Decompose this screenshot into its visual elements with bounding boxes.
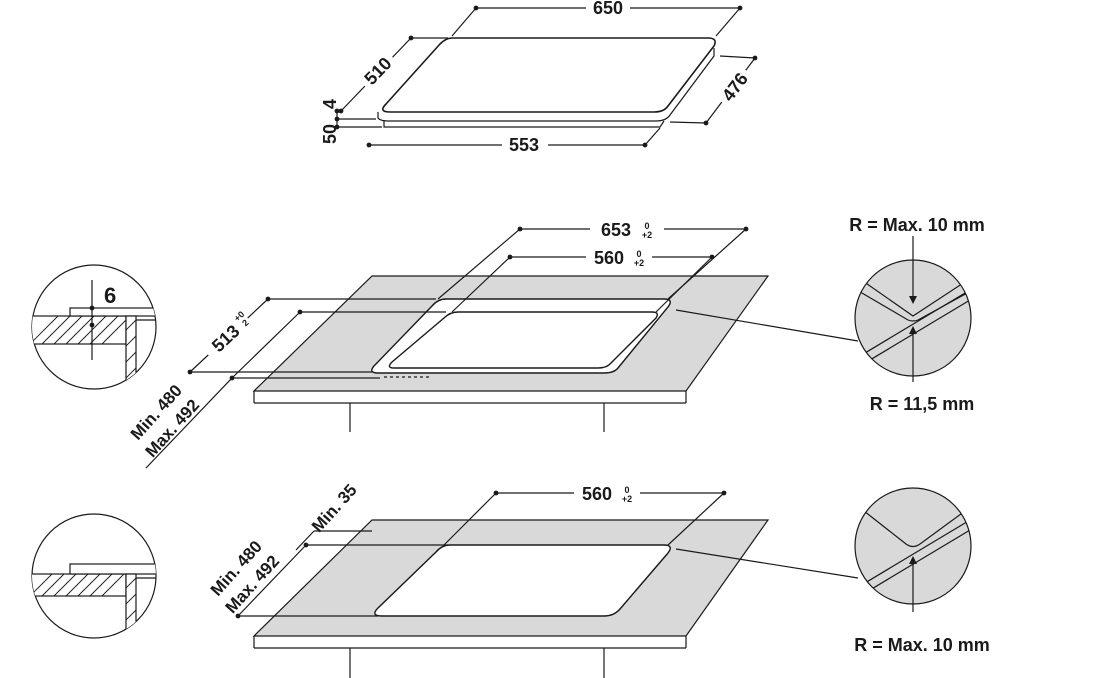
cutout-a-drawing: 653 0 +2 560 0 +2 513 +0 2 Min. 480 Max.… bbox=[127, 218, 859, 469]
edge-detail-b bbox=[31, 513, 157, 639]
cutout-a-width-label: 653 bbox=[601, 220, 631, 240]
hob-height-label: 50 bbox=[320, 124, 340, 144]
cutout-b-tol-bottom: +2 bbox=[622, 494, 632, 504]
cutout-a-inner-width-label: 560 bbox=[594, 248, 624, 268]
hob-drawing: 650 510 4 50 553 476 bbox=[320, 0, 758, 155]
hob-body bbox=[383, 120, 665, 128]
cutout-a-opening bbox=[388, 311, 659, 369]
cutout-b-min-edge-label: Min. 35 bbox=[308, 481, 361, 537]
cutout-a-width-tol-top: 0 bbox=[644, 221, 649, 231]
radius-detail-b: R = Max. 10 mm bbox=[854, 487, 990, 655]
edge-depth-label: 6 bbox=[104, 283, 116, 308]
hob-thickness-label: 4 bbox=[320, 99, 340, 109]
hob-glass-top bbox=[382, 37, 716, 113]
radius-inner-label: R = 11,5 mm bbox=[870, 394, 975, 414]
cutout-a-inner-tol-bottom: +2 bbox=[634, 258, 644, 268]
radius-b-label: R = Max. 10 mm bbox=[854, 635, 990, 655]
radius-outer-label: R = Max. 10 mm bbox=[849, 215, 985, 235]
hob-inner-width-label: 553 bbox=[509, 135, 539, 155]
radius-detail-a: R = Max. 10 mm R = 11,5 mm bbox=[849, 215, 985, 414]
hob-glass-edge bbox=[377, 48, 715, 122]
cutout-b-opening bbox=[374, 544, 671, 617]
cutout-b-tol-top: 0 bbox=[624, 485, 629, 495]
cutout-a-width-tol-bottom: +2 bbox=[642, 230, 652, 240]
cutout-b-width-label: 560 bbox=[582, 484, 612, 504]
hob-width-label: 650 bbox=[593, 0, 623, 18]
cutout-a-depth-tol-bottom: 2 bbox=[240, 318, 250, 329]
cutout-a-inner-tol-top: 0 bbox=[636, 249, 641, 259]
cutout-b-drawing: 560 0 +2 Min. 35 Min. 480 Max. 492 bbox=[207, 481, 859, 678]
edge-detail-a: 6 bbox=[31, 264, 157, 390]
